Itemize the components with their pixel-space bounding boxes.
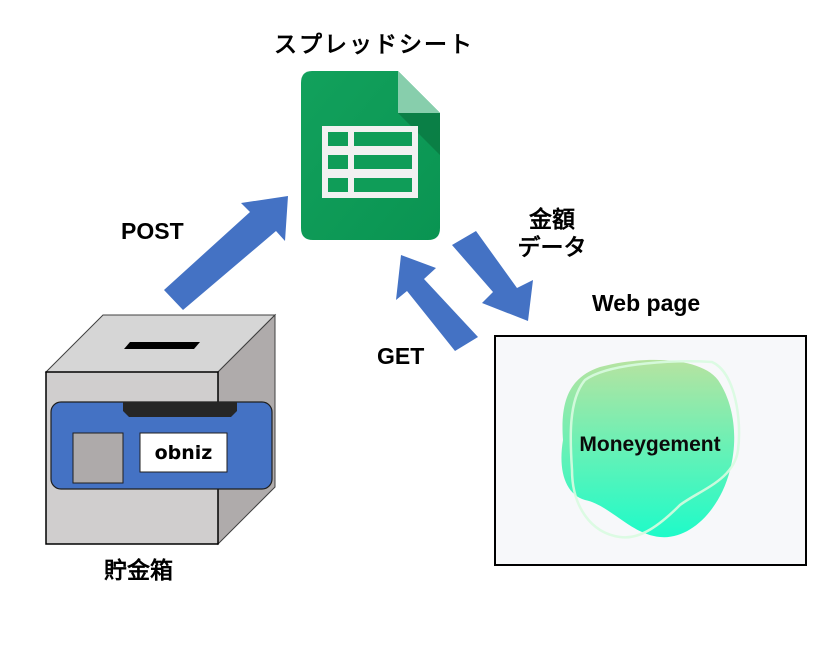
brand-blob [561, 359, 735, 538]
amount-label-line1: 金額 [529, 207, 575, 233]
post-label: POST [121, 218, 184, 244]
spreadsheet-label: スプレッドシート [274, 32, 474, 58]
amount-data-label: 金額 データ [515, 206, 589, 262]
obniz-label-box [139, 432, 228, 473]
amount-data-arrow [452, 231, 533, 321]
coin-slot-icon [124, 342, 200, 349]
obniz-device: obniz [50, 401, 273, 490]
brand-name: Moneygement [579, 433, 720, 456]
obniz-label: obniz [155, 442, 213, 464]
web-page-thumbnail: Moneygement [494, 335, 807, 566]
get-arrow [396, 255, 478, 351]
piggy-bank-label: 貯金箱 [104, 558, 173, 584]
sheet-table-icon [322, 126, 418, 198]
sheet-fold-icon [398, 71, 440, 113]
post-arrow [164, 196, 288, 310]
web-page-label: Web page [592, 290, 701, 316]
sensor-square [72, 432, 124, 484]
get-label: GET [377, 343, 425, 369]
brand-blob-outline [569, 360, 741, 539]
google-sheets-icon [301, 71, 440, 240]
device-tab [123, 402, 237, 417]
amount-label-line2: データ [517, 235, 587, 261]
